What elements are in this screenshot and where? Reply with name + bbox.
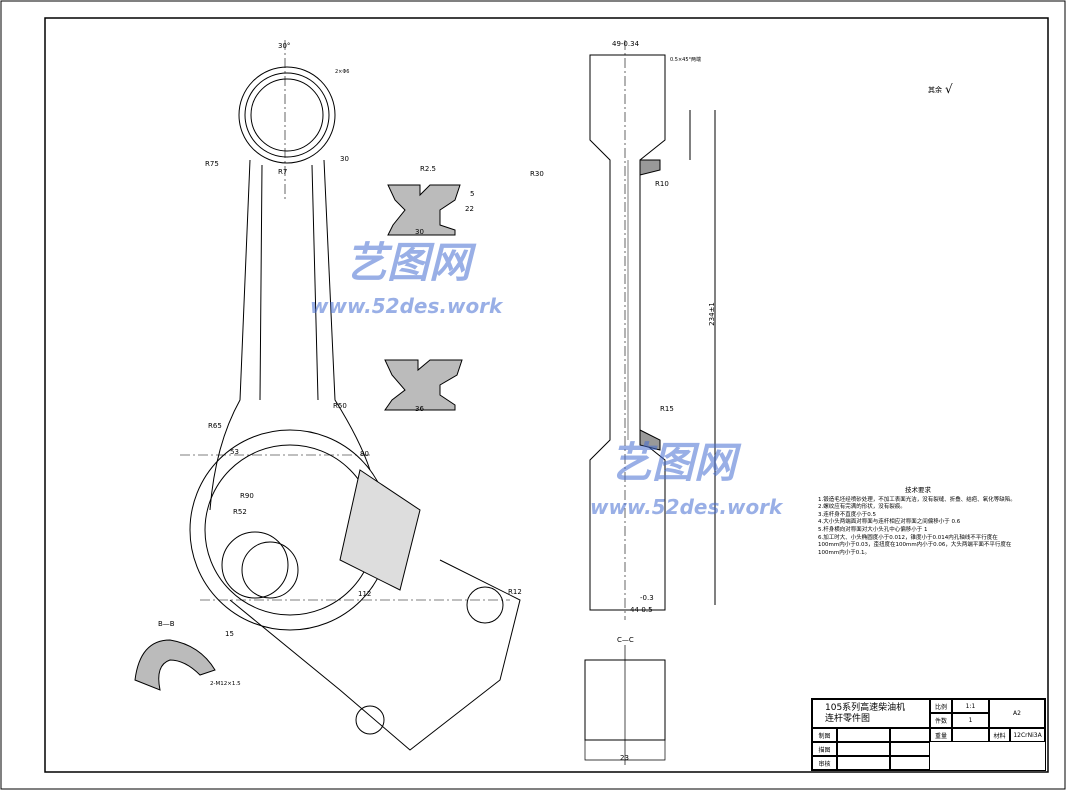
watermark-name-2: 艺图网 [610,438,737,487]
section-bb [134,639,216,691]
material-label: 材料 [989,728,1010,742]
dim-r50: R50 [333,402,347,410]
dim-thread: 2-M12×1.5 [210,681,241,687]
requirement-item: 1.锻造毛坯经喷砂处理，不加工表面光洁，没有裂缝、折叠、结疤、氧化等缺陷。 [818,496,1016,503]
rod-side-view [589,40,716,620]
dim-r30: R30 [530,170,544,178]
dim-r52: R52 [233,508,247,516]
technical-requirements: 技术要求 1.锻造毛坯经喷砂处理，不加工表面光洁，没有裂缝、折叠、结疤、氧化等缺… [818,486,1018,557]
section-1 [387,184,461,236]
requirement-item: 3.连杆身不直度小于0.5 [818,511,876,518]
requirement-item: 5.杆身横向对称面对大小头孔中心偏移小于 1 [818,526,928,533]
dim-80: 80 [360,450,369,458]
dim-w30: 30 [415,228,424,236]
drawn-label: 制图 [812,728,837,742]
dim-30: 30 [340,155,349,163]
requirement-item: 6.加工时大、小头椭圆度小于0.012，锥度小于0.014内孔轴线不平行度在10… [818,534,1012,556]
dim-r25: R2.5 [420,165,436,173]
section-cc-label: C—C [617,636,634,644]
dim-w44: 44-0.5 [630,606,653,614]
roughness-symbol-icon: √ [945,82,953,96]
dim-22: 22 [465,205,474,213]
watermark-name: 艺图网 [345,238,472,287]
dim-length: 234±1 [707,302,716,326]
title-line1: 105系列高速柴油机 [825,702,906,713]
dim-23: 23 [620,754,629,762]
dim-r75: R75 [205,160,219,168]
traced-label: 描图 [812,742,837,756]
checked-label: 审核 [812,756,837,770]
dim-5: 5 [470,190,475,198]
weight-label: 重量 [930,728,952,742]
dim-r90: R90 [240,492,254,500]
qty-label: 件数 [930,713,952,728]
dim-chamfer: 0.5×45°两端 [670,57,702,63]
dim-r7: R7 [278,168,288,176]
dim-r10: R10 [655,180,669,188]
scale-value: 1:1 [952,699,989,713]
watermark-url-2: www.52des.work [590,495,783,519]
section-2 [384,359,463,411]
dim-w36: 36 [415,405,424,413]
dim-112: 112 [358,590,372,598]
section-bb-label: B—B [158,620,175,628]
dim-w49: 49-0.34 [612,40,640,48]
dim-angle: 30° [278,42,291,50]
dim-53: 53 [230,448,239,456]
dim-m03: -0.3 [640,594,654,602]
requirement-item: 2.螺纹应有完满的形状，没有裂痕。 [818,504,906,511]
title-block: 105系列高速柴油机 连杆零件图 比例 1:1 件数 1 A2 制图 重量 材料… [811,698,1046,771]
requirement-item: 4.大小头两端面对称面与连杆相应对称面之间偏移小于 0.6 [818,519,961,526]
dim-r12: R12 [508,588,522,596]
sheet-size: A2 [989,699,1045,728]
material-value: 12CrNi3A [1010,728,1045,742]
qty-value: 1 [952,713,989,728]
dim-holes: 2×Φ6 [335,69,350,75]
surface-note: 其余 [928,86,942,94]
rod-front-view [180,40,521,751]
requirements-heading: 技术要求 [905,486,931,494]
scale-label: 比例 [930,699,952,713]
watermark-url: www.52des.work [310,294,503,318]
dim-r15: R15 [660,405,674,413]
title-line2: 连杆零件图 [825,713,871,724]
dim-r65: R65 [208,422,222,430]
dim-15: 15 [225,630,234,638]
